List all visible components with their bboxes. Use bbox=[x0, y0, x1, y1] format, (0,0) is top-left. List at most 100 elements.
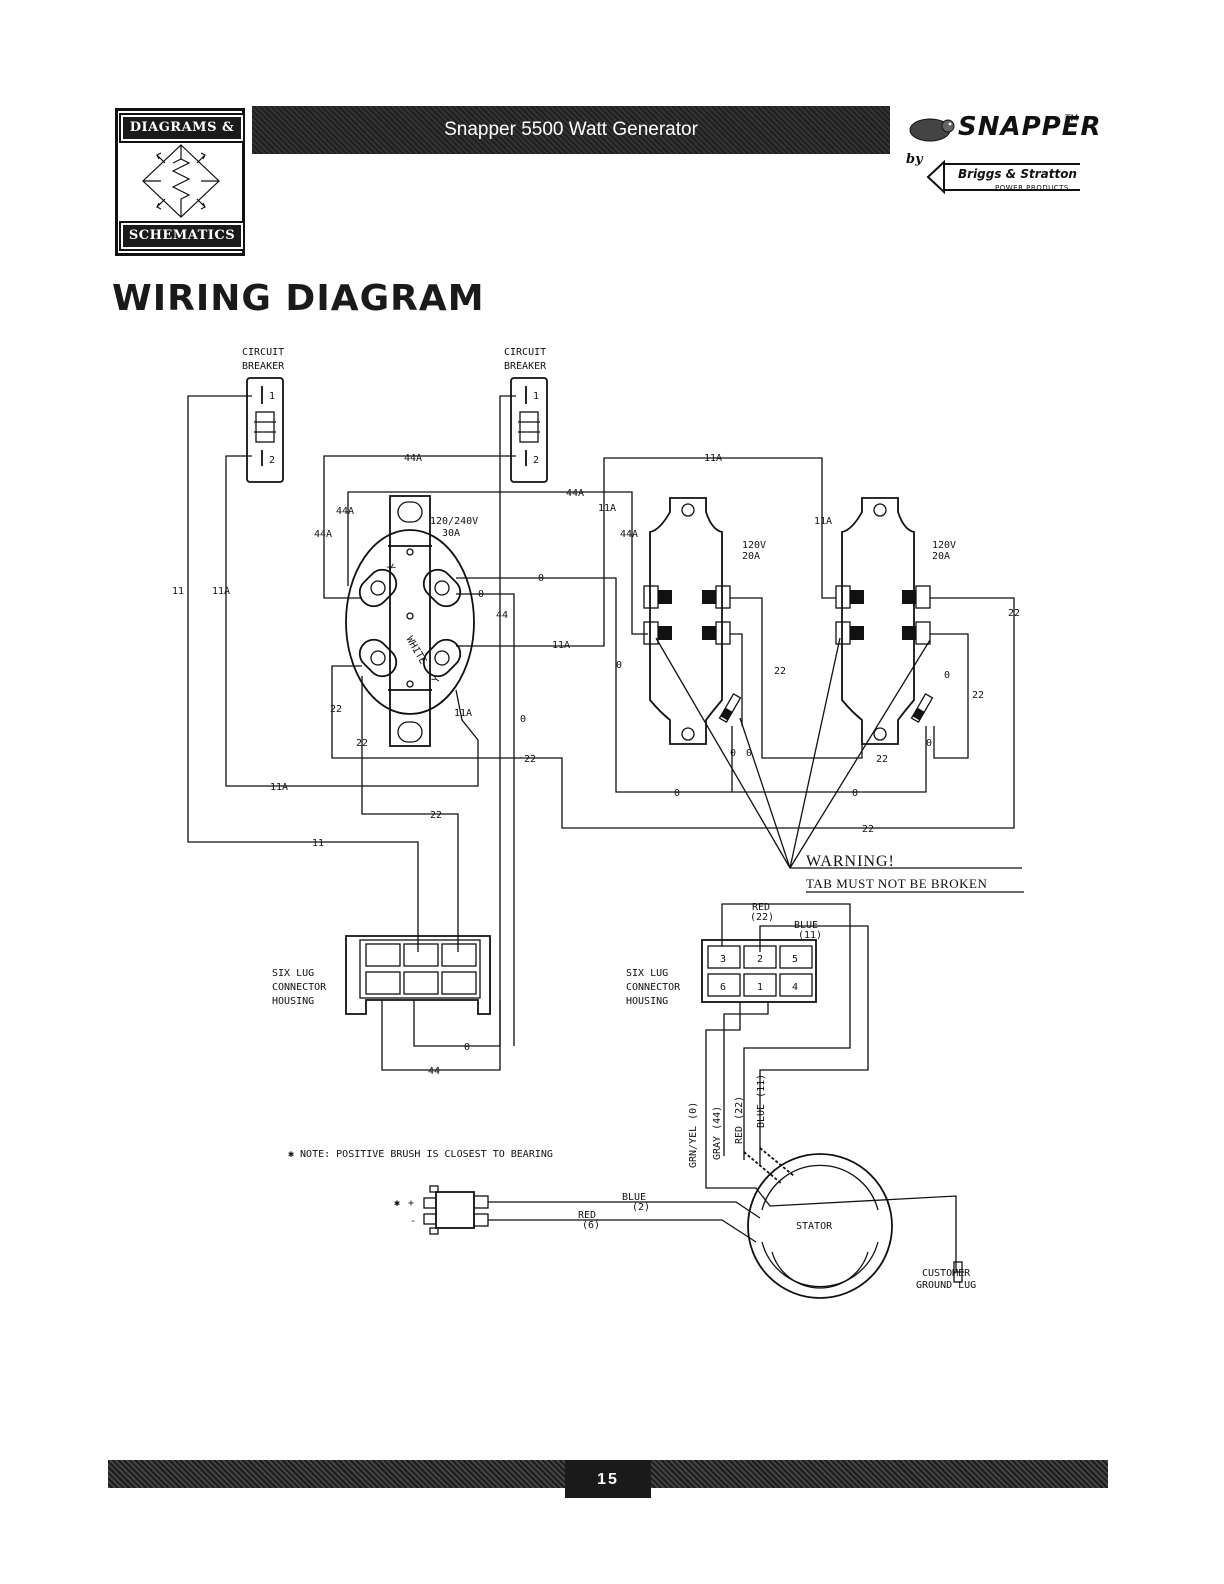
brand-sub-name: Briggs & Stratton bbox=[958, 167, 1077, 181]
rec30-x-mark: X bbox=[384, 563, 397, 574]
six-lug-pos-5: 5 bbox=[792, 954, 798, 965]
circuit-breaker-right bbox=[510, 377, 548, 483]
wire-0-right-rec bbox=[732, 726, 927, 793]
brush-assembly bbox=[423, 1185, 489, 1235]
warning-title: WARNING! bbox=[806, 853, 895, 870]
red6-label-a: RED bbox=[578, 1210, 596, 1221]
blue11-vertical-label: BLUE (11) bbox=[756, 1074, 767, 1128]
label-0-g: 0 bbox=[746, 748, 752, 759]
wire-blue-11-stator bbox=[759, 925, 869, 1166]
logo-top-text: DIAGRAMS & bbox=[119, 113, 245, 143]
cb-right-label-2: BREAKER bbox=[504, 361, 547, 372]
briggs-stratton-emblem-icon bbox=[926, 160, 1080, 194]
label-0-i: 0 bbox=[674, 788, 680, 799]
six-lug-pos-6: 6 bbox=[720, 982, 726, 993]
label-11: 11 bbox=[172, 586, 184, 597]
label-11a-left: 11A bbox=[212, 586, 230, 597]
label-44a-2: 44A bbox=[566, 488, 584, 499]
page-title: WIRING DIAGRAM bbox=[112, 278, 485, 319]
brush-star: ✱ bbox=[394, 1198, 400, 1209]
wire-gray-44-stator bbox=[723, 1002, 769, 1156]
label-22-i: 22 bbox=[862, 824, 874, 835]
label-0-b: 0 bbox=[478, 589, 484, 600]
cb-right-pin-1: 1 bbox=[533, 391, 539, 402]
label-0-a: 0 bbox=[538, 573, 544, 584]
diagrams-schematics-logo: DIAGRAMS & SCHEMATICS bbox=[115, 108, 245, 256]
rec20-left-voltage: 120V bbox=[742, 540, 766, 551]
six-lug-left-label-2: CONNECTOR bbox=[272, 982, 327, 993]
wire-11a-left bbox=[225, 455, 479, 787]
warning-arrows bbox=[655, 637, 1022, 869]
label-44a-4: 44A bbox=[314, 529, 332, 540]
rec30-white-label: WHITE bbox=[404, 635, 429, 667]
six-lug-connector-right bbox=[701, 939, 817, 1003]
wire-blue-2-brush bbox=[488, 1201, 761, 1219]
blue2-label-b: (2) bbox=[632, 1202, 650, 1213]
wire-11-left bbox=[187, 395, 419, 952]
wire-22-right-rec bbox=[930, 633, 969, 759]
wire-44-gray bbox=[381, 1000, 501, 1071]
cb-right-label-1: CIRCUIT bbox=[504, 347, 546, 358]
rec30-voltage: 120/240V bbox=[430, 516, 478, 527]
six-lug-right-label-2: CONNECTOR bbox=[626, 982, 681, 993]
cb-left-pin-1: 1 bbox=[269, 391, 275, 402]
label-22-e: 22 bbox=[1008, 608, 1020, 619]
label-44-rec: 44 bbox=[496, 610, 508, 621]
cb-left-pin-2: 2 bbox=[269, 455, 275, 466]
six-lug-pos-4: 4 bbox=[792, 982, 798, 993]
stator-label: STATOR bbox=[796, 1221, 833, 1232]
six-lug-right-label-3: HOUSING bbox=[626, 996, 668, 1007]
wire-grn-yel-stator bbox=[705, 1002, 964, 1273]
label-11a-right: 11A bbox=[814, 516, 832, 527]
wire-red-22-stator bbox=[721, 903, 851, 1160]
blue2-label-a: BLUE bbox=[622, 1192, 646, 1203]
turtle-icon bbox=[909, 118, 955, 142]
cb-right-pin-2: 2 bbox=[533, 455, 539, 466]
wire-11a-right-cb bbox=[413, 395, 516, 1047]
rec20-right-voltage: 120V bbox=[932, 540, 956, 551]
label-22-g: 22 bbox=[972, 690, 984, 701]
wire-22-rec30 bbox=[331, 597, 1015, 829]
brand-sub-tag: POWER PRODUCTS bbox=[995, 184, 1069, 192]
label-44-b: 44 bbox=[428, 1066, 440, 1077]
ground-label-1: CUSTOMER bbox=[922, 1268, 971, 1279]
brand-logo: SNAPPER TM by Briggs & Stratton POWER PR… bbox=[900, 112, 1101, 207]
red22-label-a: RED bbox=[752, 902, 770, 913]
circuit-breaker-left bbox=[246, 377, 284, 483]
six-lug-left-label-1: SIX LUG bbox=[272, 968, 314, 979]
rec20-left-amp: 20A bbox=[742, 551, 760, 562]
label-22-a: 22 bbox=[330, 704, 342, 715]
label-22-b: 22 bbox=[356, 738, 368, 749]
label-44a-3: 44A bbox=[336, 506, 354, 517]
six-lug-left-label-3: HOUSING bbox=[272, 996, 314, 1007]
label-0-d: 0 bbox=[520, 714, 526, 725]
page-number: 15 bbox=[565, 1460, 651, 1498]
rec30-y-mark: Y bbox=[431, 674, 444, 685]
label-44a-5: 44A bbox=[620, 529, 638, 540]
label-0-f: 0 bbox=[730, 748, 736, 759]
warning-subtitle: TAB MUST NOT BE BROKEN bbox=[806, 876, 987, 891]
rec30-amp: 30A bbox=[442, 528, 460, 539]
label-0-k: 0 bbox=[464, 1042, 470, 1053]
brush-minus: - bbox=[410, 1216, 416, 1227]
receptacle-120v-20a-left bbox=[643, 497, 742, 745]
label-0-h: 0 bbox=[926, 738, 932, 749]
label-11-b: 11 bbox=[312, 838, 324, 849]
red22-label-b: (22) bbox=[750, 912, 774, 923]
label-0-c: 0 bbox=[616, 660, 622, 671]
six-lug-pos-3: 3 bbox=[720, 954, 726, 965]
wire-0-rec30 bbox=[456, 577, 733, 793]
gray44-label: GRAY (44) bbox=[712, 1106, 723, 1160]
label-22-h: 22 bbox=[876, 754, 888, 765]
label-11a-rec: 11A bbox=[598, 503, 616, 514]
customer-ground-lug bbox=[953, 1261, 963, 1283]
document-title-bar: Snapper 5500 Watt Generator bbox=[252, 106, 890, 154]
stator bbox=[747, 1153, 893, 1299]
label-22-f: 22 bbox=[774, 666, 786, 677]
wire-22-left-rec bbox=[730, 597, 863, 759]
wire-44a-second bbox=[347, 491, 648, 635]
receptacle-120v-20a-right bbox=[835, 497, 934, 745]
blue11-label-b: (11) bbox=[798, 930, 822, 941]
schematic-symbol-icon bbox=[142, 144, 220, 218]
brand-name: SNAPPER bbox=[958, 112, 1102, 142]
